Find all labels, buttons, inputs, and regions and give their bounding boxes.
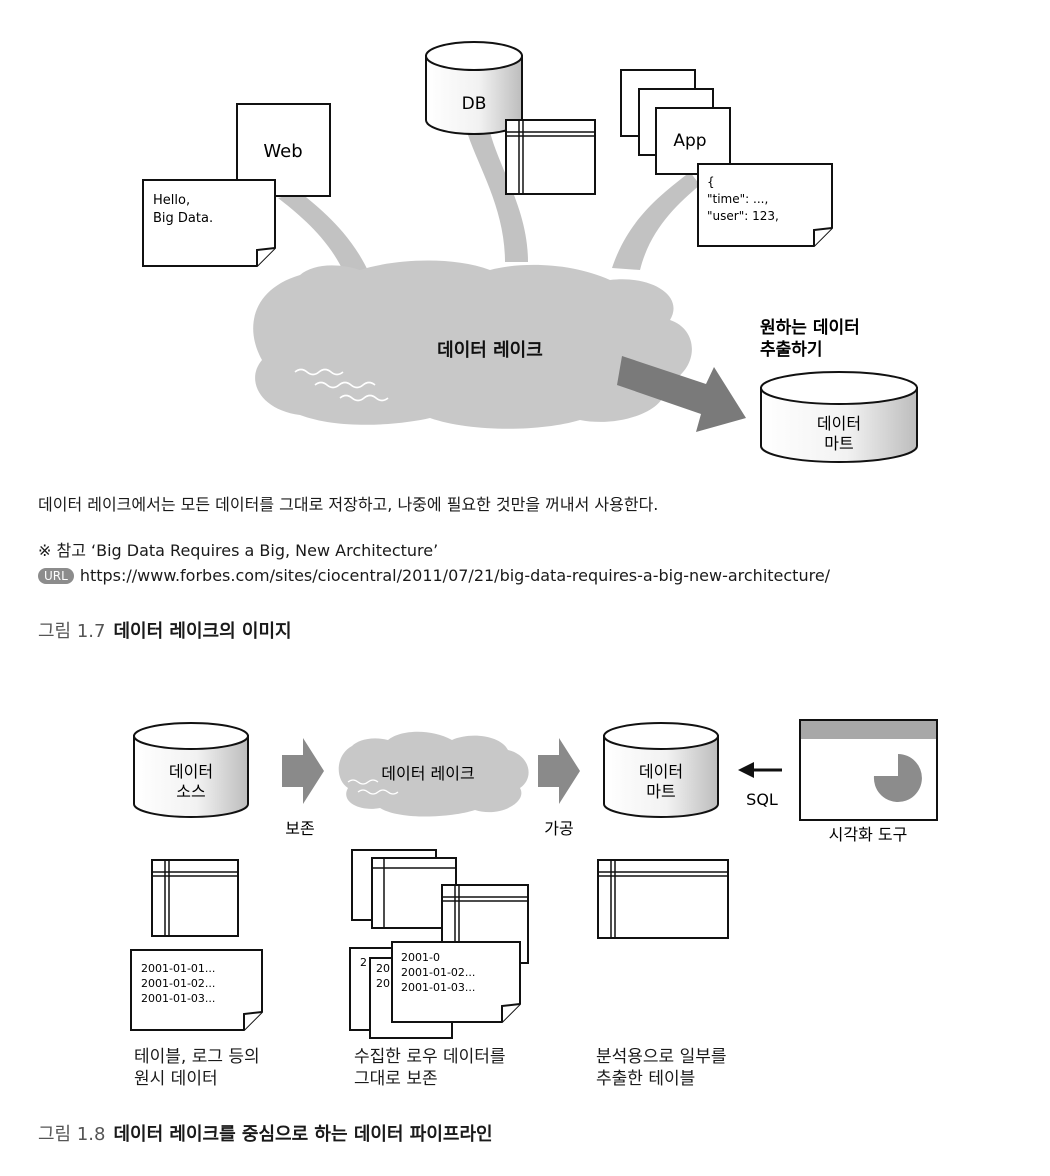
- db-cylinder: [425, 41, 523, 135]
- lake-waves-icon: [347, 779, 399, 795]
- process-label: 가공: [544, 819, 573, 838]
- figure-title: 데이터 레이크의 이미지: [113, 621, 292, 642]
- url-badge: URL: [38, 568, 74, 584]
- raw-table-icon: [151, 859, 239, 937]
- lake-label: 데이터 레이크: [381, 764, 474, 783]
- reference-link[interactable]: https://www.forbes.com/sites/ciocentral/…: [79, 566, 831, 585]
- figure-title: 데이터 레이크를 중심으로 하는 데이터 파이프라인: [113, 1124, 493, 1145]
- db-table-icon: [505, 119, 596, 195]
- stack-log-line-2: 2001-01-02...: [401, 966, 475, 979]
- stack-hidden-3: 20: [376, 977, 390, 990]
- stored-log-stack: [349, 941, 521, 1039]
- stack-hidden-1: 2: [360, 956, 367, 969]
- web-stream: [278, 192, 370, 275]
- raw-data-caption: 테이블, 로그 등의 원시 데이터: [134, 1047, 260, 1089]
- app-doc-line-3: "user": 123,: [707, 209, 779, 223]
- stack-log-line-3: 2001-01-03...: [401, 981, 475, 994]
- raw-log-line-2: 2001-01-02...: [141, 977, 215, 990]
- extracted-table-caption: 분석용으로 일부를 추출한 테이블: [596, 1047, 727, 1089]
- raw-log-line-1: 2001-01-01...: [141, 962, 215, 975]
- reference-note: ※ 참고 ‘Big Data Requires a Big, New Archi…: [38, 541, 439, 560]
- extract-label-line-2: 추출하기: [760, 340, 823, 360]
- web-label: Web: [263, 141, 302, 162]
- data-source-cylinder: [133, 722, 249, 818]
- extract-label-line-1: 원하는 데이터: [760, 318, 860, 338]
- stack-log-line-1: 2001-0: [401, 951, 440, 964]
- source-label-line-1: 데이터: [169, 762, 213, 781]
- db-stream: [468, 132, 528, 262]
- figure-1-8-caption: 그림 1.8 데이터 레이크를 중심으로 하는 데이터 파이프라인: [38, 1120, 493, 1146]
- data-mart-cylinder: [603, 722, 719, 818]
- data-lake-blob: [253, 260, 692, 429]
- data-lake-diagram: 데이터 레이크 Web Hello, Big Data. DB App { "t…: [142, 41, 918, 463]
- extract-arrow: [617, 356, 746, 432]
- pie-chart-icon: [873, 754, 922, 802]
- web-doc-line-2: Big Data.: [153, 211, 213, 226]
- water-waves-icon: [294, 368, 389, 402]
- figure-number: 그림 1.7: [38, 621, 106, 642]
- data-pipeline-diagram: 데이터 소스 보존 데이터 레이크 가공 데이터 마트 SQL 시각화 도구 2…: [130, 719, 938, 1039]
- sql-label: SQL: [746, 790, 778, 809]
- data-lake-cloud: [338, 731, 529, 817]
- mart-label-line-1: 데이터: [639, 762, 683, 781]
- figure-number: 그림 1.8: [38, 1124, 106, 1145]
- db-label: DB: [462, 94, 487, 114]
- stored-data-caption: 수집한 로우 데이터를 그대로 보존: [354, 1047, 506, 1089]
- app-label: App: [673, 131, 706, 151]
- figure-1-7-description: 데이터 레이크에서는 모든 데이터를 그대로 저장하고, 나중에 필요한 것만을…: [38, 495, 659, 514]
- data-mart-cylinder: [760, 371, 918, 463]
- stack-hidden-2: 20: [376, 962, 390, 975]
- source-label-line-2: 소스: [176, 782, 205, 801]
- figure-1-7-caption: 그림 1.7 데이터 레이크의 이미지: [38, 617, 292, 643]
- visualization-tool-window: [799, 719, 938, 821]
- extracted-table-icon: [597, 859, 729, 939]
- mart-label-line-2: 마트: [646, 782, 675, 801]
- web-doc-line-1: Hello,: [153, 193, 190, 208]
- process-arrow: [538, 738, 580, 804]
- lake-label: 데이터 레이크: [437, 340, 543, 361]
- store-arrow: [282, 738, 324, 804]
- reference-url-row: URL https://www.forbes.com/sites/ciocentr…: [38, 566, 830, 585]
- raw-log-line-3: 2001-01-03...: [141, 992, 215, 1005]
- app-doc-line-1: {: [707, 175, 715, 189]
- mart-label-line-1: 데이터: [817, 414, 861, 433]
- viz-label: 시각화 도구: [829, 825, 908, 844]
- store-label: 보존: [285, 819, 314, 838]
- app-stream: [612, 172, 700, 270]
- mart-label-line-2: 마트: [824, 434, 853, 453]
- app-doc-line-2: "time": ...,: [707, 192, 768, 206]
